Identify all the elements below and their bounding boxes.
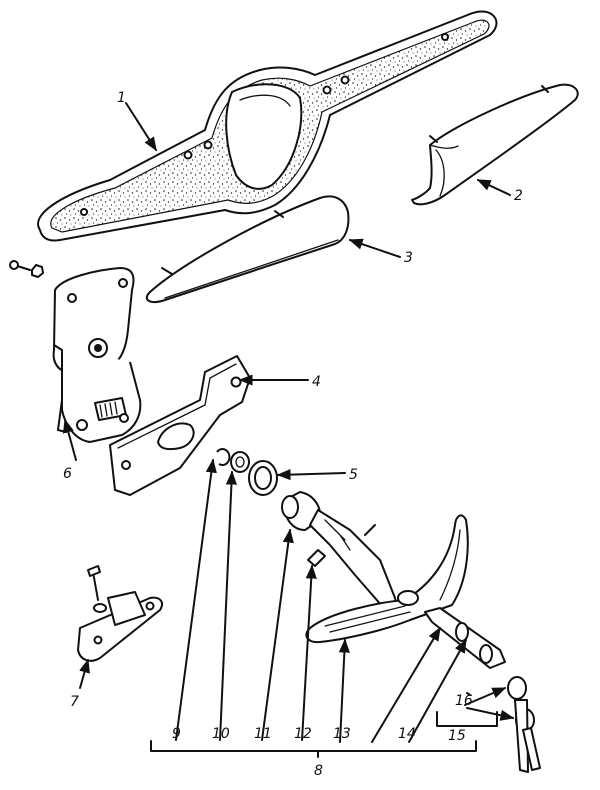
part-1-trim-plate [37, 10, 498, 242]
leader-lines [62, 102, 515, 758]
callout-16: 16 [455, 693, 473, 709]
callout-12: 12 [294, 726, 312, 742]
part-2-cover [411, 83, 579, 206]
part-3-cover [145, 195, 350, 303]
callout-14: 14 [398, 726, 416, 742]
part-6-lock-body [9, 260, 142, 443]
callout-9: 9 [172, 726, 181, 742]
callout-1: 1 [117, 90, 126, 106]
part-4-bracket [109, 355, 251, 496]
callout-15: 15 [448, 728, 466, 744]
callout-6: 6 [63, 466, 72, 482]
part-7-catch [77, 565, 163, 662]
callout-8: 8 [314, 763, 323, 779]
callout-2: 2 [514, 188, 523, 204]
callout-7: 7 [70, 694, 79, 710]
callout-13: 13 [333, 726, 351, 742]
ring-washer-seal-set [216, 448, 278, 496]
key-cylinder-and-keys [424, 607, 541, 773]
callout-3: 3 [404, 250, 413, 266]
callout-5: 5 [349, 467, 358, 483]
callout-10: 10 [212, 726, 230, 742]
callout-4: 4 [312, 374, 321, 390]
callout-11: 11 [254, 726, 272, 742]
callout-labels: 1 2 3 4 5 6 7 9 10 11 12 13 14 16 15 8 [63, 90, 523, 779]
